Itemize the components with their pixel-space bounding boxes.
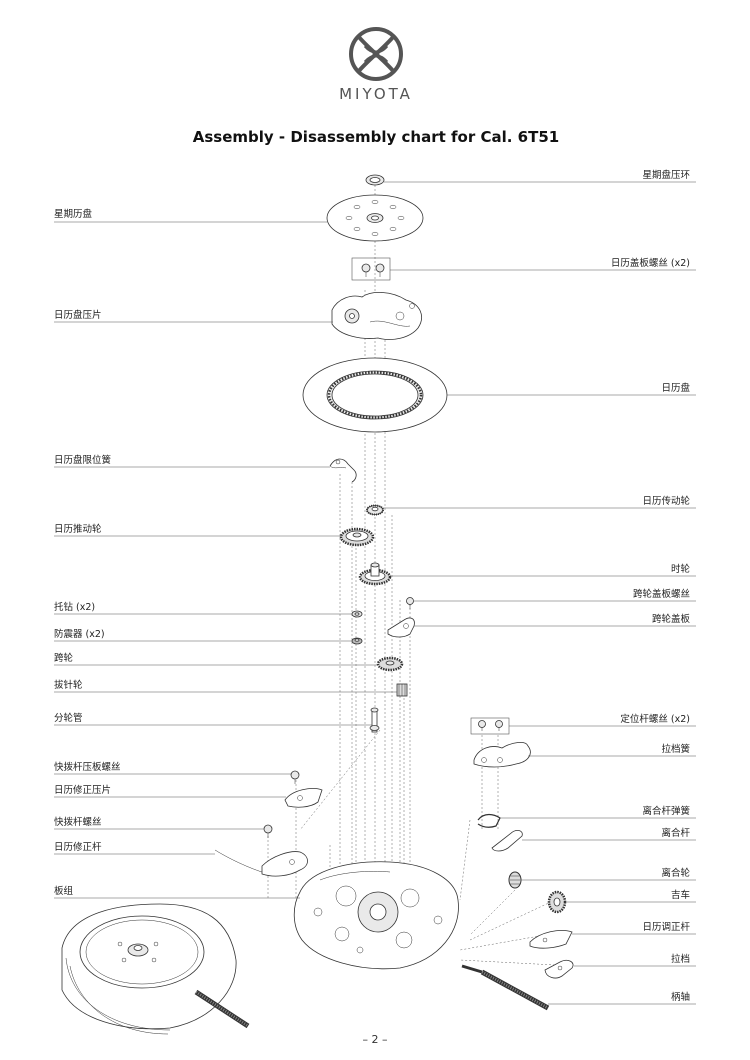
label-movement-assembly: 板组 <box>54 885 74 897</box>
cannon-pinion-part <box>369 707 380 733</box>
yoke-part <box>491 830 523 852</box>
label-day-disk-ring: 星期盘压环 <box>642 169 690 181</box>
left-labels: 星期历盘 日历盘压片 日历盘限位簧 日历推动轮 托钻 (x2) 防震器 (x2)… <box>54 208 121 897</box>
minute-wheel-bridge-part <box>387 617 415 638</box>
label-minute-wheel: 跨轮 <box>54 652 74 664</box>
date-driving-wheel-part <box>366 504 384 516</box>
label-date-corrector-lever: 日历修正杆 <box>54 841 102 853</box>
label-date-driving-gear: 日历推动轮 <box>54 523 102 535</box>
leader-lines <box>54 181 696 1005</box>
movement-assembly-part <box>293 861 459 970</box>
label-setting-lever-screws: 定位杆螺丝 (x2) <box>620 713 690 725</box>
date-corrector-lever-part <box>214 849 308 877</box>
label-date-driving-wheel: 日历传动轮 <box>642 495 690 507</box>
label-setting-lever: 拉档 <box>671 953 690 965</box>
label-setting-lever-spring: 拉档簧 <box>661 743 690 755</box>
label-shock-absorber: 防震器 (x2) <box>54 628 105 640</box>
calendar-cover-screws-part <box>351 257 391 281</box>
label-day-disk: 星期历盘 <box>54 208 93 220</box>
label-yoke-spring: 离合杆弹簧 <box>642 805 690 817</box>
right-labels: 星期盘压环 日历盖板螺丝 (x2) 日历盘 日历传动轮 时轮 跨轮盖板螺丝 跨轮… <box>611 169 691 1003</box>
label-setting-wheel: 拔针轮 <box>54 679 83 691</box>
date-setting-lever-part <box>529 930 573 949</box>
label-date-jumper: 日历盘限位簧 <box>54 454 112 466</box>
minute-wheel-bridge-screw-part <box>406 597 414 609</box>
label-winding-pinion: 吉车 <box>671 889 690 901</box>
hour-wheel-part <box>358 562 392 586</box>
label-calendar-cover-screws: 日历盖板螺丝 (x2) <box>611 257 690 269</box>
label-quick-lever-screw: 快拨杆螺丝 <box>54 816 102 828</box>
setting-lever-screws-part <box>470 717 510 735</box>
day-disk-part <box>326 194 424 242</box>
page-title: Assembly - Disassembly chart for Cal. 6T… <box>193 128 559 146</box>
label-date-disk-plate: 日历盘压片 <box>54 309 102 321</box>
label-date-ring: 日历盘 <box>661 382 690 394</box>
label-hour-wheel: 时轮 <box>671 563 691 575</box>
setting-wheel-part <box>396 683 408 697</box>
label-date-setting-lever: 日历调正杆 <box>642 921 690 933</box>
label-quick-lever-plate-screw: 快拨杆压板螺丝 <box>54 761 121 773</box>
date-jumper-spring-part <box>329 458 357 483</box>
label-minute-wheel-bridge-screw: 跨轮盖板螺丝 <box>633 588 690 600</box>
label-cannon-pinion: 分轮管 <box>54 712 83 724</box>
assembly-axis-lines <box>267 185 556 966</box>
date-corrector-plate-part <box>284 788 323 808</box>
setting-lever-spring-part <box>473 742 531 768</box>
label-yoke: 离合杆 <box>661 827 690 839</box>
cap-jewel-part <box>351 610 363 618</box>
yoke-spring-part <box>477 813 501 828</box>
page-number: – 2 – <box>363 1033 388 1046</box>
minute-wheel-part <box>376 656 404 672</box>
quick-lever-plate-screw-part <box>290 770 300 784</box>
label-date-corrector-plate: 日历修正压片 <box>54 784 111 796</box>
day-disk-ring-part <box>365 174 385 186</box>
clutch-wheel-part <box>508 871 522 889</box>
label-cap-jewel: 托钻 (x2) <box>54 601 95 613</box>
label-winding-stem: 柄轴 <box>671 991 690 1003</box>
setting-lever-part <box>544 960 574 979</box>
date-ring-part <box>302 357 448 433</box>
winding-stem-part <box>461 964 550 1011</box>
label-minute-wheel-bridge: 跨轮盖板 <box>652 613 691 625</box>
winding-pinion-part <box>547 890 567 914</box>
miyota-logo <box>349 27 403 81</box>
label-clutch-wheel: 离合轮 <box>661 867 690 879</box>
brand-name: MIYOTA <box>339 85 413 103</box>
shock-absorber-part <box>351 637 363 645</box>
date-disk-plate-part <box>331 292 422 340</box>
assembled-movement-view <box>61 903 250 1035</box>
quick-lever-screw-part <box>263 824 273 838</box>
date-driving-gear-part <box>339 527 375 547</box>
